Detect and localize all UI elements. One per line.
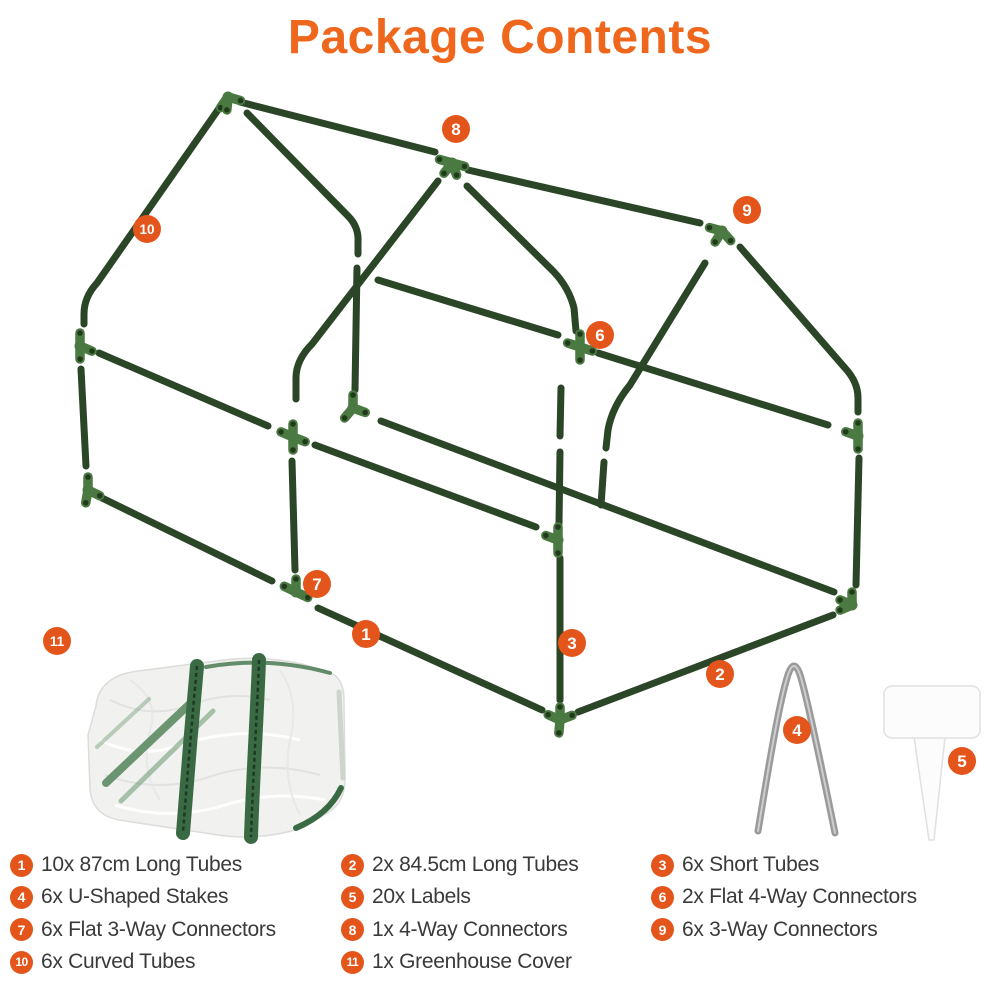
greenhouse-cover <box>87 653 346 844</box>
callout-badge-7: 7 <box>303 570 331 598</box>
callout-badge-4: 4 <box>783 716 811 744</box>
callout-badge-1: 1 <box>352 620 380 648</box>
page-title: Package Contents <box>287 11 713 64</box>
svg-text:10: 10 <box>139 222 154 237</box>
svg-text:11: 11 <box>50 634 65 649</box>
callout-badge-2: 2 <box>706 660 734 688</box>
svg-text:9: 9 <box>742 201 751 220</box>
frame-connectors <box>74 91 864 738</box>
callout-badge-8: 8 <box>442 115 470 143</box>
callout-badge-3: 3 <box>558 629 586 657</box>
svg-text:3: 3 <box>567 634 576 653</box>
svg-text:5: 5 <box>957 752 966 771</box>
svg-text:1: 1 <box>361 625 370 644</box>
svg-text:2: 2 <box>715 665 724 684</box>
callout-badge-11: 11 <box>43 627 71 655</box>
svg-text:4: 4 <box>792 721 802 740</box>
frame-tubes <box>77 98 863 716</box>
plant-label <box>883 685 981 841</box>
callout-badge-9: 9 <box>733 196 761 224</box>
callout-badge-5: 5 <box>948 747 976 775</box>
diagram-badges: 1 2 3 4 5 6 7 8 9 10 11 <box>43 115 976 775</box>
svg-text:6: 6 <box>595 326 604 345</box>
callout-badge-10: 10 <box>133 215 161 243</box>
svg-text:7: 7 <box>312 575 321 594</box>
svg-text:8: 8 <box>451 120 460 139</box>
u-shaped-stake <box>754 662 839 837</box>
callout-badge-6: 6 <box>586 321 614 349</box>
